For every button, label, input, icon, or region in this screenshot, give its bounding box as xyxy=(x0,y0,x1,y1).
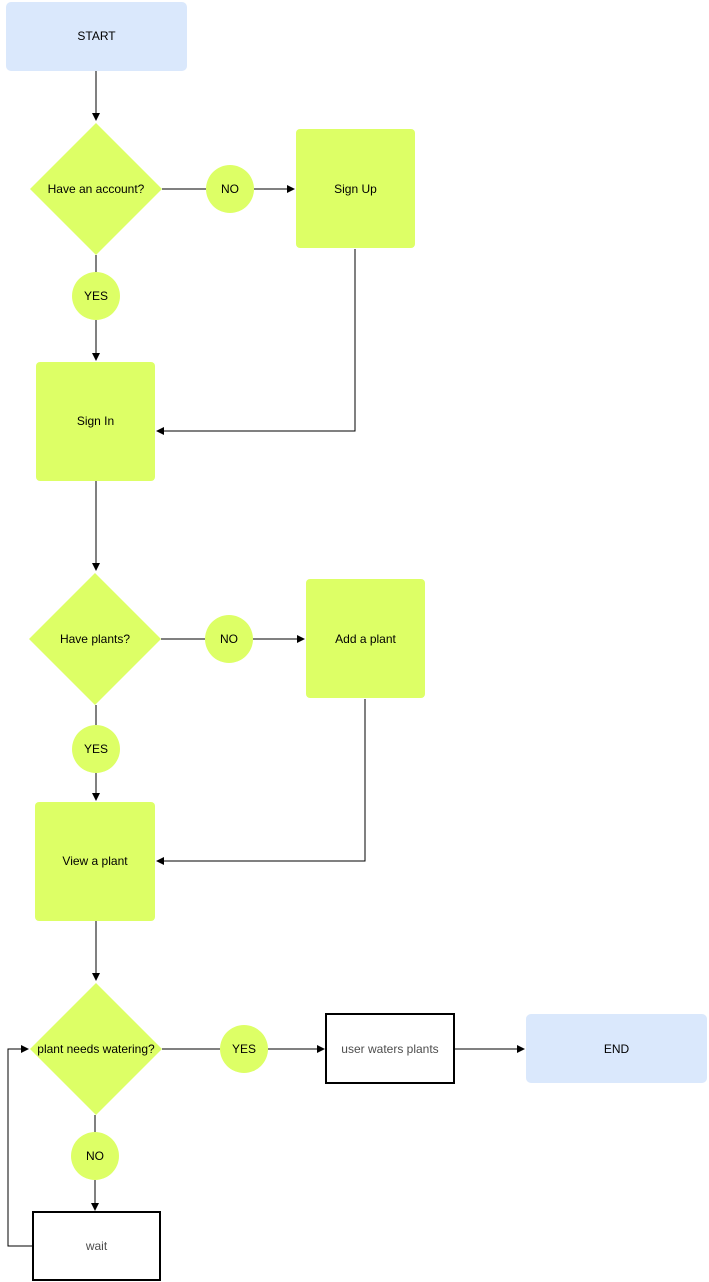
badge-no-water-label: NO xyxy=(86,1149,104,1163)
badge-no-water: NO xyxy=(71,1132,119,1180)
step-sign-up-label: Sign Up xyxy=(334,182,377,196)
badge-yes-account: YES xyxy=(72,272,120,320)
edge-signup-to-signin xyxy=(156,249,356,435)
step-add-plant: Add a plant xyxy=(306,579,425,698)
step-sign-in: Sign In xyxy=(36,362,155,481)
badge-yes-water: YES xyxy=(220,1025,268,1073)
badge-no-account-label: NO xyxy=(221,182,239,196)
badge-yes-water-label: YES xyxy=(232,1042,256,1056)
decision-have-plants: Have plants? xyxy=(29,573,161,705)
badge-no-account: NO xyxy=(206,165,254,213)
badge-no-plants-label: NO xyxy=(220,632,238,646)
badge-yes-account-label: YES xyxy=(84,289,108,303)
node-start: START xyxy=(6,2,187,71)
edge-addplant-to-viewplant xyxy=(156,699,366,865)
step-wait-label: wait xyxy=(85,1239,108,1253)
step-view-plant: View a plant xyxy=(35,802,155,921)
decision-needs-watering: plant needs watering? xyxy=(30,983,162,1115)
decision-have-account: Have an account? xyxy=(30,123,162,255)
decision-needs-watering-label: plant needs watering? xyxy=(37,1042,155,1056)
node-end: END xyxy=(526,1014,707,1083)
badge-yes-plants-label: YES xyxy=(84,742,108,756)
node-start-label: START xyxy=(77,29,116,43)
edge-wait-to-watering xyxy=(7,1045,33,1247)
decision-have-account-label: Have an account? xyxy=(48,182,145,196)
decision-have-plants-label: Have plants? xyxy=(60,632,130,646)
step-user-waters-plants: user waters plants xyxy=(325,1013,455,1084)
step-add-plant-label: Add a plant xyxy=(335,632,396,646)
badge-no-plants: NO xyxy=(205,615,253,663)
edges xyxy=(7,71,525,1247)
step-sign-in-label: Sign In xyxy=(77,414,114,428)
step-view-plant-label: View a plant xyxy=(62,854,128,868)
node-end-label: END xyxy=(604,1042,630,1056)
step-wait: wait xyxy=(32,1211,161,1281)
step-sign-up: Sign Up xyxy=(296,129,415,248)
step-user-waters-plants-label: user waters plants xyxy=(341,1042,438,1056)
badge-yes-plants: YES xyxy=(72,725,120,773)
